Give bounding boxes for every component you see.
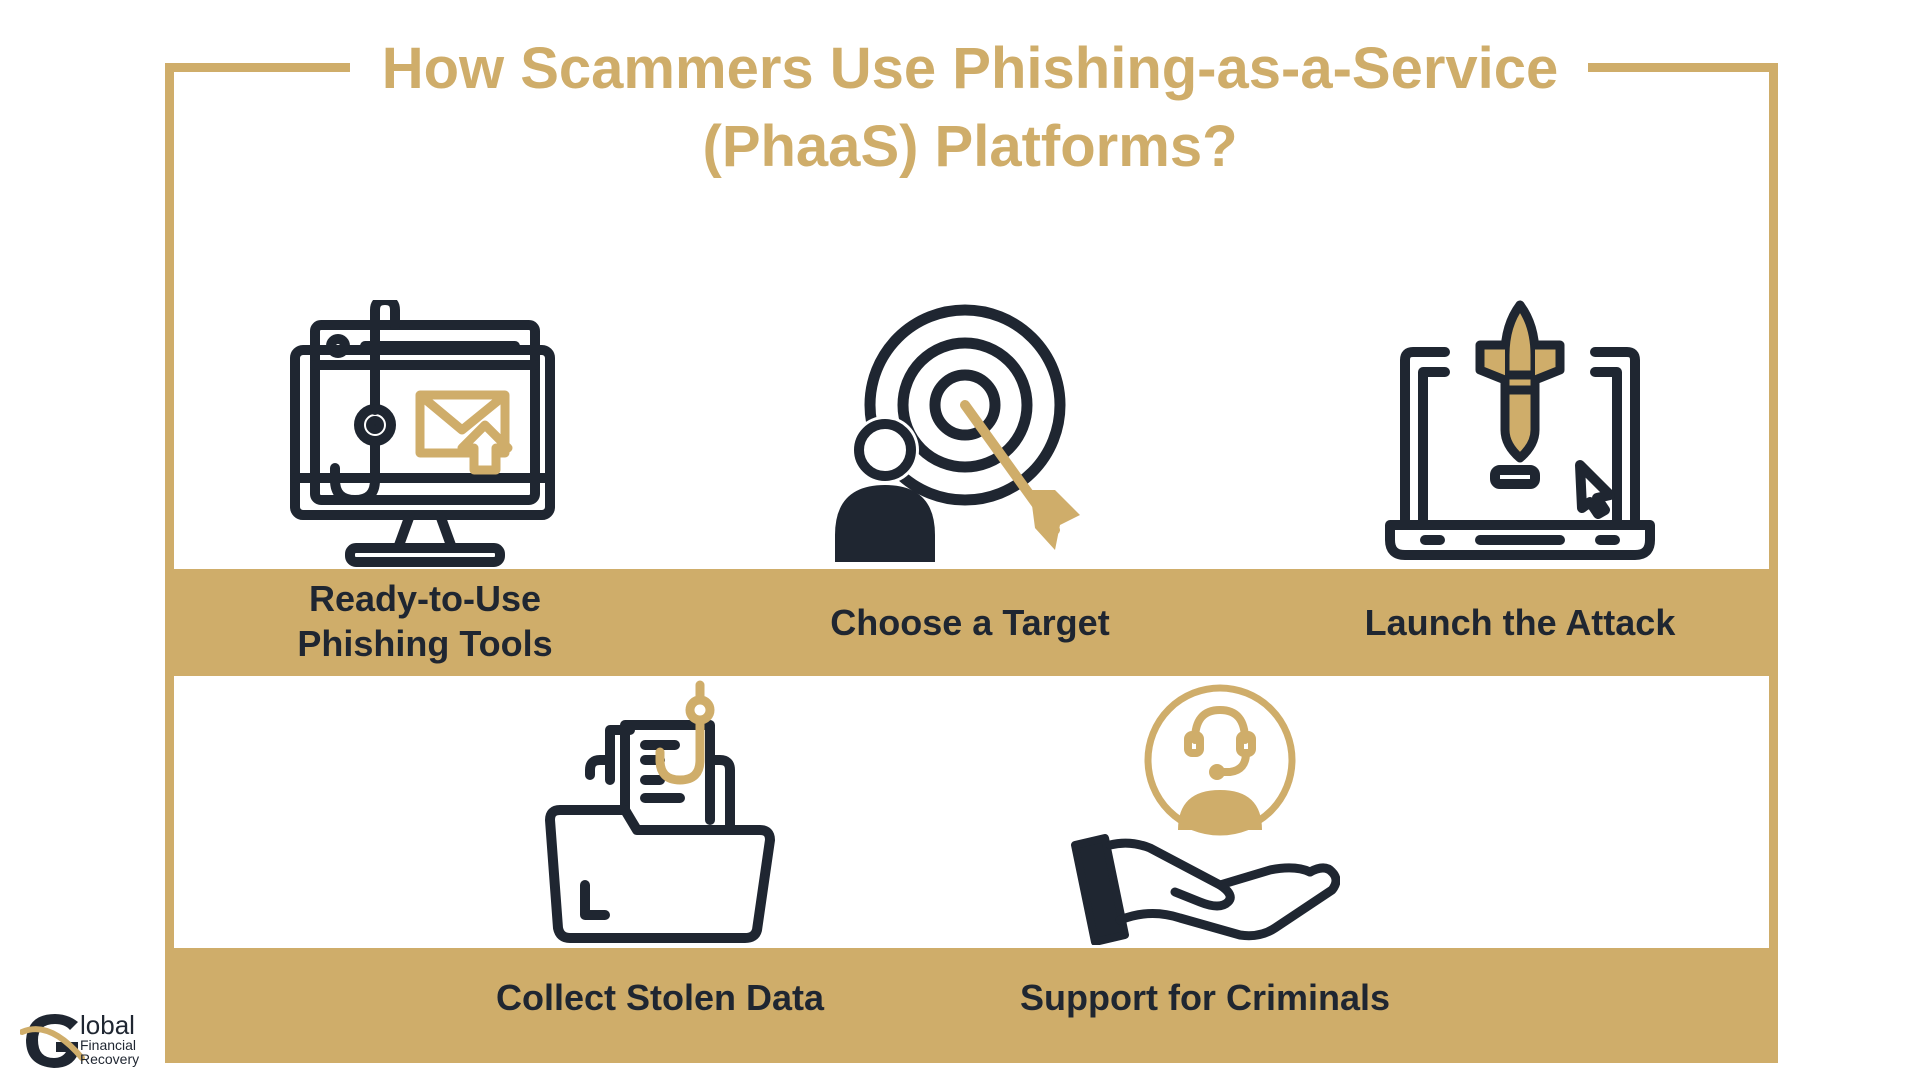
- step-label-launch-the-attack: Launch the Attack: [1364, 602, 1676, 643]
- global-financial-recovery-logo-icon: [20, 1014, 85, 1068]
- hand-support-agent-icon: [1071, 684, 1340, 945]
- step-label-line-1: Ready-to-Use: [308, 578, 542, 619]
- target-person-icon: [835, 304, 1080, 562]
- logo-text-line-1: lobal: [80, 1010, 135, 1040]
- frame-top-left-segment: [165, 63, 350, 72]
- step-label-collect-stolen-data: Collect Stolen Data: [495, 977, 825, 1018]
- page-title: How Scammers Use Phishing-as-a-Service (…: [360, 30, 1580, 186]
- label-band-top: [165, 569, 1778, 676]
- step-label-support-for-criminals: Support for Criminals: [1019, 977, 1391, 1018]
- step-label-ready-to-use-phishing-tools: Ready-to-Use Phishing Tools: [240, 576, 610, 666]
- step-label-line-2: Phishing Tools: [297, 623, 553, 664]
- step-label-choose-a-target: Choose a Target: [830, 602, 1110, 643]
- laptop-rocket-icon: [1385, 300, 1655, 560]
- title-line-1: How Scammers Use Phishing-as-a-Service: [381, 36, 1559, 101]
- phishing-monitor-icon: [290, 300, 555, 567]
- label-band-bottom: [165, 948, 1778, 1063]
- logo-text: lobal Financial Recovery: [80, 1012, 139, 1066]
- folder-hook-icon: [545, 680, 775, 943]
- title-line-2: (PhaaS) Platforms?: [702, 114, 1238, 179]
- logo-text-line-2: Financial: [80, 1037, 137, 1053]
- logo-text-line-3: Recovery: [80, 1051, 140, 1067]
- frame-top-right-segment: [1588, 63, 1778, 72]
